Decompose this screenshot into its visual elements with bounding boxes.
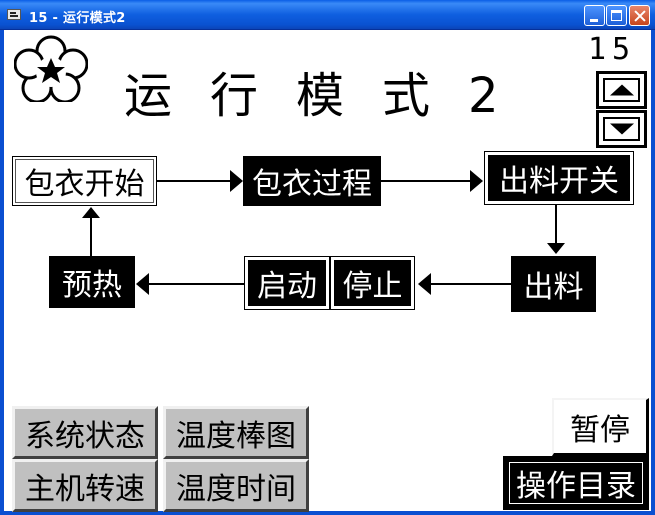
page-number: 15 <box>588 32 637 67</box>
minimize-button[interactable] <box>584 5 605 26</box>
discharge-indicator: 出料 <box>511 256 596 312</box>
stop-button[interactable]: 停止 <box>330 256 415 310</box>
window-frame-left <box>0 30 4 515</box>
arrow-up-icon <box>82 207 100 218</box>
pause-button[interactable]: 暂停 <box>552 398 649 456</box>
page-title: 运行模式2 <box>124 68 537 124</box>
maximize-button[interactable] <box>606 5 627 26</box>
flow-connector <box>555 205 557 243</box>
start-button[interactable]: 启动 <box>244 256 330 310</box>
window-titlebar[interactable]: 15 - 运行模式2 <box>0 0 655 30</box>
window-frame-right <box>651 30 655 515</box>
window-frame-bottom <box>0 511 655 515</box>
arrow-right-icon <box>230 170 243 192</box>
discharge-switch-button[interactable]: 出料开关 <box>484 151 634 205</box>
close-button[interactable] <box>629 5 650 26</box>
flow-connector <box>149 283 244 285</box>
flow-connector <box>90 218 92 256</box>
arrow-down-icon <box>609 123 634 135</box>
preheat-indicator: 预热 <box>49 256 135 308</box>
arrow-left-icon <box>418 273 431 295</box>
arrow-right-icon <box>470 170 483 192</box>
app-icon[interactable] <box>7 9 21 20</box>
arrow-down-icon <box>547 243 565 254</box>
flow-connector <box>381 180 471 182</box>
system-status-button[interactable]: 系统状态 <box>12 406 158 459</box>
wrap-process-indicator: 包衣过程 <box>243 156 381 206</box>
arrow-left-icon <box>136 273 149 295</box>
arrow-up-icon <box>609 84 634 96</box>
flow-connector <box>430 283 511 285</box>
main-speed-button[interactable]: 主机转速 <box>12 459 158 512</box>
page-down-button[interactable] <box>596 110 647 148</box>
temp-bar-chart-button[interactable]: 温度棒图 <box>163 406 309 459</box>
temp-time-button[interactable]: 温度时间 <box>163 459 309 512</box>
page-up-button[interactable] <box>596 71 647 109</box>
flower-logo-icon <box>14 35 88 102</box>
wrap-start-button[interactable]: 包衣开始 <box>12 156 157 206</box>
flow-connector <box>157 180 231 182</box>
operation-menu-button[interactable]: 操作目录 <box>503 456 649 510</box>
window-title: 15 - 运行模式2 <box>29 11 126 26</box>
